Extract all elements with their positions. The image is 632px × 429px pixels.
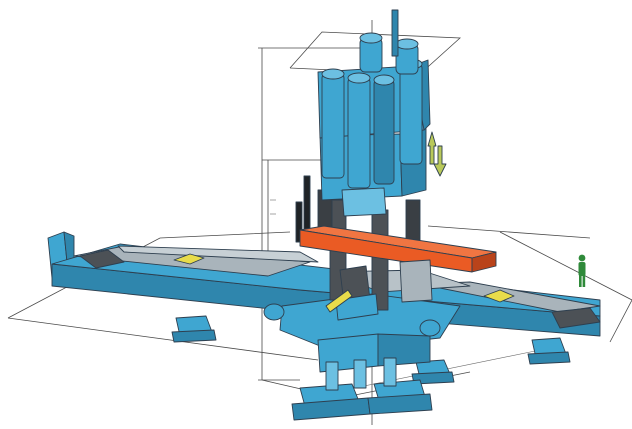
cylinder-2 bbox=[347, 77, 371, 189]
human-leg-right bbox=[582, 275, 586, 287]
guide-rod-1 bbox=[303, 175, 311, 233]
base-post-2 bbox=[353, 359, 367, 389]
manipulator-arrow bbox=[325, 289, 353, 313]
human-leg-left bbox=[579, 275, 582, 287]
rail-plate-left-top bbox=[117, 245, 319, 263]
rail-end-pad-left bbox=[79, 249, 125, 269]
rail-arrow-right bbox=[483, 289, 515, 303]
rail-feet bbox=[171, 315, 571, 385]
rail-end-pad-right bbox=[551, 307, 601, 329]
guide-rod-2 bbox=[295, 201, 303, 243]
base-roller-right bbox=[419, 319, 441, 337]
base-roller-left bbox=[263, 303, 285, 321]
base-post-1 bbox=[325, 361, 339, 391]
ground-plane-left-front bbox=[7, 317, 319, 361]
human-figure bbox=[578, 254, 586, 287]
human-head bbox=[578, 254, 586, 262]
workpiece-end bbox=[471, 251, 497, 273]
cylinder-1 bbox=[321, 73, 345, 179]
ground-plane-left bbox=[7, 231, 291, 319]
press-base bbox=[263, 293, 461, 421]
ground-plane-right bbox=[499, 231, 632, 343]
ground-plane-right-back bbox=[427, 225, 591, 239]
cylinder-4 bbox=[399, 63, 423, 165]
arrow-down bbox=[433, 145, 447, 177]
arrow-up bbox=[427, 131, 437, 165]
cylinder-3 bbox=[373, 79, 395, 185]
motion-arrows bbox=[173, 131, 515, 313]
side-block bbox=[399, 259, 433, 303]
base-post-3 bbox=[383, 357, 397, 387]
workpiece bbox=[299, 225, 497, 273]
press-crown bbox=[317, 9, 431, 189]
human-torso bbox=[578, 262, 586, 276]
crown-rod bbox=[391, 9, 399, 57]
rail-arrow-left bbox=[173, 253, 205, 265]
crosshead-lower bbox=[341, 187, 387, 217]
